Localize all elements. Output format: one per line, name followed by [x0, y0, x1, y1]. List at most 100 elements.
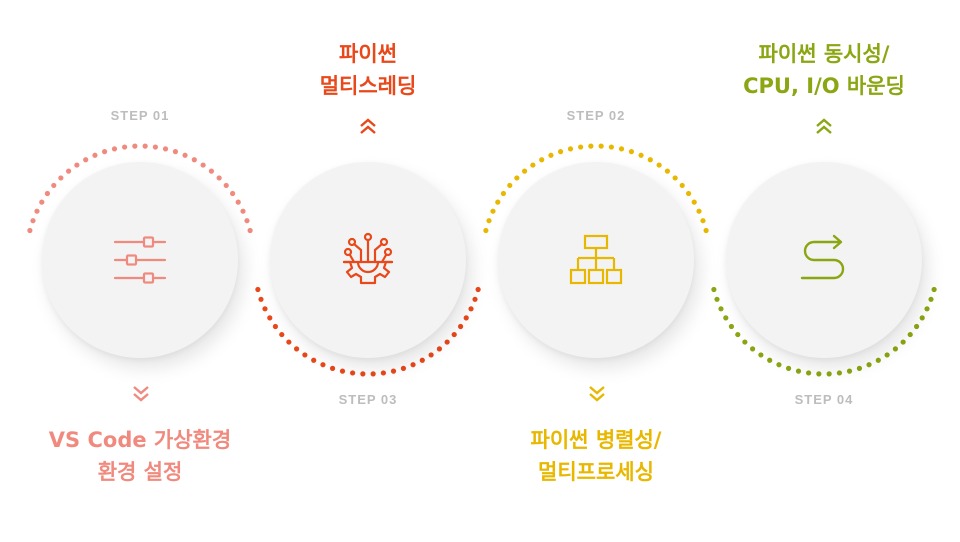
arc-dot [286, 339, 292, 345]
step-04-title: 파이썬 동시성/ CPU, I/O 바운딩 [684, 38, 960, 102]
arc-dot [578, 144, 584, 150]
arc-dot [468, 306, 474, 312]
step-03-title-line1: 파이썬 [339, 42, 397, 66]
arc-dot [172, 149, 179, 155]
arc-dot [400, 365, 407, 371]
arc-dot [846, 368, 853, 374]
arc-dot [588, 143, 594, 149]
arc-dot [758, 352, 764, 358]
arc-dot [679, 182, 685, 189]
arc-dot [696, 208, 702, 214]
arc-dot [350, 370, 356, 376]
arc-dot [924, 306, 930, 312]
arc-dot [703, 227, 709, 234]
arc-dot [152, 144, 158, 150]
arc-dot [735, 331, 741, 338]
arc-dot [866, 362, 872, 368]
step-01-label: STEP 01 [110, 108, 170, 123]
chevron-double-up-icon [360, 118, 376, 134]
arc-dot [436, 346, 443, 352]
arc-dot [530, 162, 536, 168]
arc-dot [907, 331, 913, 338]
arc-dot [691, 199, 697, 205]
arc-dot [240, 208, 246, 214]
step-03-title-line2: 멀티스레딩 [319, 74, 417, 98]
arc-dot [816, 371, 822, 377]
arc-dot [255, 286, 261, 293]
arc-dot [723, 315, 729, 321]
dotted-arc-step-03 [255, 286, 481, 377]
arc-dot [618, 146, 625, 152]
arc-dot [74, 162, 80, 168]
arc-dot [856, 365, 863, 371]
arc-dot [928, 296, 934, 302]
arc-dot [836, 370, 842, 376]
arc-dot [111, 146, 118, 152]
arc-dot [598, 143, 604, 149]
arc-dot [44, 190, 51, 197]
arc-dot [320, 362, 326, 368]
arc-dot [247, 227, 253, 234]
arc-dot [475, 286, 481, 293]
arc-dot [27, 227, 33, 234]
step-04-title-line2: CPU, I/O 바운딩 [743, 74, 905, 98]
dotted-arc-step-01 [27, 143, 253, 234]
arc-dot [672, 175, 678, 181]
arc-dot [483, 227, 489, 234]
arc-dot [244, 218, 250, 224]
arc-dot [101, 149, 108, 155]
arc-dot [521, 168, 528, 174]
arc-dot [200, 162, 206, 168]
arc-dot [495, 199, 501, 205]
chevron-double-up-icon [816, 118, 832, 134]
arc-dot [714, 296, 720, 302]
arc-dot [728, 323, 735, 330]
arc-dot [279, 331, 285, 338]
arc-dot [410, 362, 416, 368]
arc-dot [608, 144, 614, 150]
step-04-title-line1: 파이썬 동시성/ [758, 42, 890, 66]
arc-dot [795, 368, 802, 374]
dotted-arc-step-04 [711, 286, 937, 377]
arc-dot [229, 190, 236, 197]
step-01-circle [42, 162, 238, 358]
step-02-title-line1: 파이썬 병렬성/ [530, 428, 662, 452]
arc-dot [311, 357, 317, 363]
arc-dot [900, 339, 906, 345]
arc-dot [557, 149, 564, 155]
step-03-title: 파이썬 멀티스레딩 [228, 38, 508, 102]
arc-dot [30, 218, 36, 224]
arc-dot [931, 286, 937, 293]
arc-dot [776, 362, 782, 368]
arc-dot [567, 146, 574, 152]
arc-dot [457, 323, 464, 330]
arc-dot [65, 168, 72, 174]
arc-dot [919, 315, 925, 321]
dotted-arc-step-02 [483, 143, 709, 234]
chevron-double-down-icon [589, 386, 605, 402]
arc-dot [262, 306, 268, 312]
step-04-circle [726, 162, 922, 358]
arc-dot [83, 157, 89, 163]
hierarchy-icon [569, 234, 623, 285]
arc-dot [638, 152, 644, 158]
arc-dot [51, 182, 57, 189]
arc-dot [162, 146, 169, 152]
arc-dot [806, 370, 812, 376]
arc-dot [875, 357, 881, 363]
arc-dot [339, 368, 346, 374]
chevron-double-down-icon [133, 386, 149, 402]
arc-dot [223, 182, 229, 189]
arc-dot [539, 157, 545, 163]
arc-dot [628, 149, 635, 155]
arc-dot [507, 182, 513, 189]
arc-dot [892, 346, 899, 352]
arc-dot [656, 162, 662, 168]
arc-dot [913, 323, 920, 330]
arc-dot [360, 371, 366, 377]
step-01-title-line2: 환경 설정 [97, 460, 183, 484]
arc-dot [548, 152, 554, 158]
arc-dot [92, 152, 98, 158]
step-02-title-line2: 멀티프로세싱 [538, 460, 654, 484]
